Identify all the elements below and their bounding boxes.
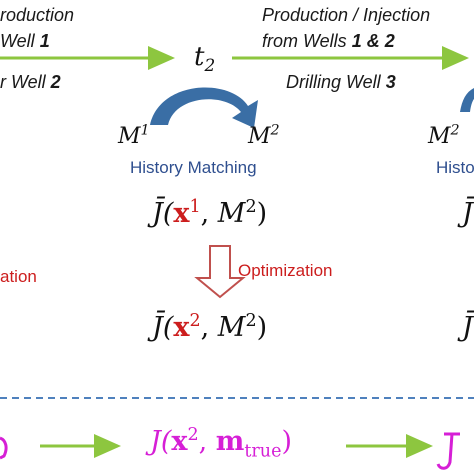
top-right-line3: Drilling Well 3 bbox=[286, 73, 396, 91]
objective-before-suffix: ) bbox=[256, 198, 268, 229]
objective-after-m-sup: 2 bbox=[245, 311, 257, 331]
top-right-line2-prefix: from Wells bbox=[262, 31, 352, 51]
optimization-left-partial: ation bbox=[0, 267, 37, 286]
history-matching-label: History Matching bbox=[130, 158, 257, 177]
model-m2: M2 bbox=[248, 122, 280, 149]
time-symbol: t bbox=[194, 42, 205, 72]
objective-before: J̄(x1, M2) bbox=[152, 197, 268, 229]
model-m2-far-right-base: M bbox=[428, 124, 451, 149]
top-right-line3-prefix: Drilling Well bbox=[286, 72, 386, 92]
true-objective-x: x bbox=[171, 426, 188, 457]
curved-arrow bbox=[150, 87, 258, 128]
objective-after-m: M bbox=[217, 312, 246, 343]
top-right-line3-number: 3 bbox=[385, 72, 396, 92]
true-objective: J(x2, mtrue) bbox=[150, 425, 293, 460]
time-node-t2: t2 bbox=[194, 42, 215, 74]
optimization-down-arrow bbox=[194, 245, 246, 299]
model-m2-far-right-sup: 2 bbox=[450, 122, 460, 139]
objective-after-suffix: ) bbox=[256, 312, 268, 343]
top-right-line2: from Wells 1 & 2 bbox=[262, 32, 395, 50]
true-objective-prefix: J( bbox=[150, 426, 172, 457]
top-left-line3-prefix: r Well bbox=[0, 72, 51, 92]
time-subscript: 2 bbox=[204, 55, 216, 76]
objective-before-x: x bbox=[173, 198, 190, 229]
top-left-line2-prefix: Well bbox=[0, 31, 40, 51]
true-objective-x-sup: 2 bbox=[187, 425, 199, 445]
top-right-line2-number: 1 & 2 bbox=[351, 31, 395, 51]
true-objective-sep: , bbox=[198, 426, 216, 457]
top-left-line3: r Well 2 bbox=[0, 73, 61, 91]
bottom-right-partial-glyph bbox=[436, 432, 460, 470]
optimization-label: Optimization bbox=[238, 261, 333, 280]
true-objective-m-sub: true bbox=[244, 441, 282, 462]
model-m2-sup: 2 bbox=[270, 122, 280, 139]
objective-before-sep: , bbox=[200, 198, 218, 229]
history-matching-partial: Histo bbox=[436, 158, 474, 177]
objective-after-sep: , bbox=[200, 312, 218, 343]
true-objective-suffix: ) bbox=[281, 426, 293, 457]
top-left-line2: Well 1 bbox=[0, 32, 50, 50]
model-m2-base: M bbox=[248, 124, 271, 149]
top-right-line1: Production / Injection bbox=[262, 5, 431, 25]
model-m2-far-right: M2 bbox=[428, 122, 460, 149]
model-m1-base: M bbox=[118, 124, 141, 149]
top-left-line1: roduction bbox=[0, 5, 75, 25]
objective-before-m-sup: 2 bbox=[245, 197, 257, 217]
objective-right-partial-1: J̄ bbox=[462, 198, 473, 229]
objective-after-prefix: J̄( bbox=[152, 312, 174, 343]
model-m1-sup: 1 bbox=[140, 122, 150, 139]
top-left-line2-number: 1 bbox=[39, 31, 50, 51]
top-left-line3-number: 2 bbox=[50, 72, 61, 92]
objective-right-partial-2: J̄ bbox=[462, 312, 473, 343]
bottom-left-partial-glyph bbox=[0, 436, 8, 460]
true-objective-m: m bbox=[215, 426, 245, 457]
curved-arrow-partial bbox=[460, 88, 474, 112]
model-m1: M1 bbox=[118, 122, 150, 149]
objective-before-prefix: J̄( bbox=[152, 198, 174, 229]
objective-after: J̄(x2, M2) bbox=[152, 311, 268, 343]
objective-after-x: x bbox=[173, 312, 190, 343]
objective-before-x-sup: 1 bbox=[189, 197, 201, 217]
objective-before-m: M bbox=[217, 198, 246, 229]
objective-after-x-sup: 2 bbox=[189, 311, 201, 331]
